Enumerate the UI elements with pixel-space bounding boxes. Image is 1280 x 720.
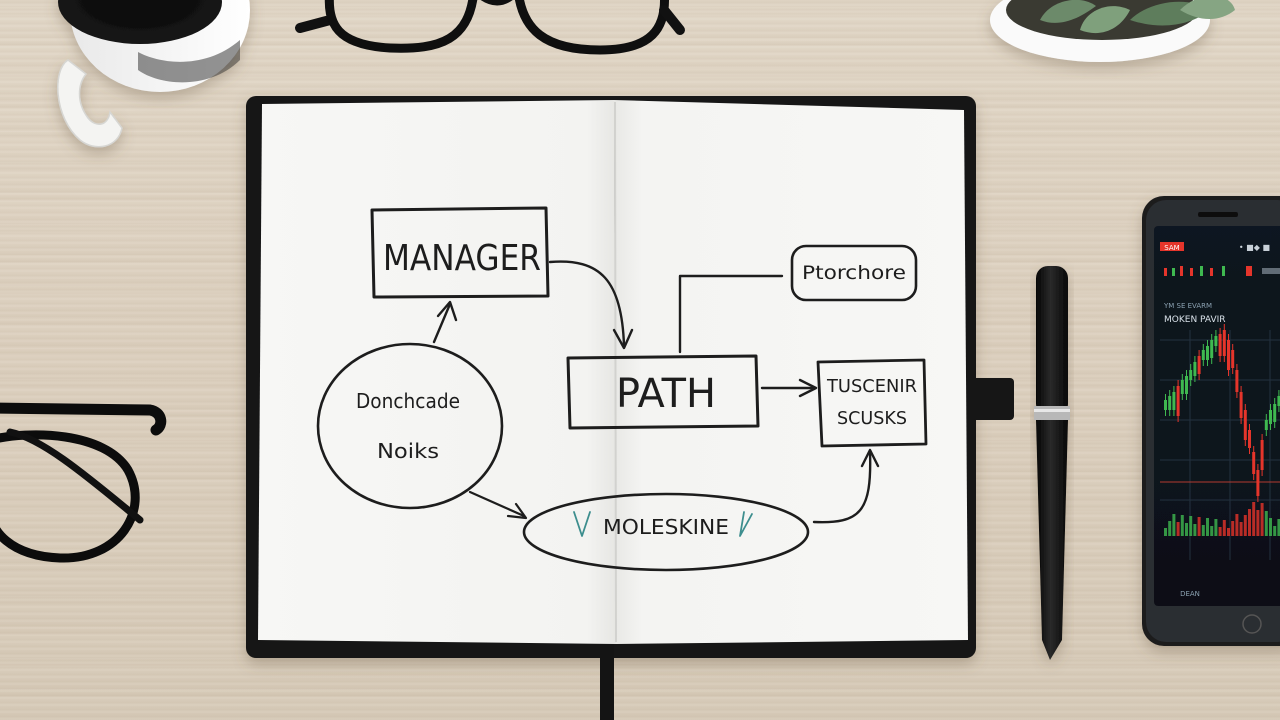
edge-path-to-top-right xyxy=(678,274,784,354)
candle-body xyxy=(1185,376,1188,394)
candle-body xyxy=(1277,396,1280,406)
volume-bar xyxy=(1231,521,1235,536)
volume-bar xyxy=(1201,525,1205,536)
ellipse-label: MOLESKINE xyxy=(603,515,729,539)
top-right-box xyxy=(790,244,918,302)
candle-body xyxy=(1252,452,1256,474)
glasses-top xyxy=(295,0,685,55)
candle-body xyxy=(1206,346,1209,360)
volume-bar xyxy=(1172,514,1176,536)
volume-bar xyxy=(1210,526,1214,536)
manager-box xyxy=(370,206,550,299)
candle-body xyxy=(1214,336,1218,346)
manager-label: MANAGER xyxy=(383,238,541,279)
candle-body xyxy=(1164,400,1167,410)
edge-ellipse-to-right-box xyxy=(812,450,872,524)
circle-label-2: Noiks xyxy=(377,439,439,463)
phone-footer: DEAN xyxy=(1180,590,1200,598)
candle-body xyxy=(1168,396,1172,410)
volume-bar xyxy=(1269,518,1272,536)
candle-body xyxy=(1180,380,1184,394)
volume-bar xyxy=(1176,522,1180,536)
top-right-label: Ptorchore xyxy=(802,262,906,284)
volume-bar xyxy=(1193,524,1197,536)
edge-manager-to-path xyxy=(548,260,626,348)
phone-header-left: SAM xyxy=(1164,244,1179,252)
circle-node xyxy=(316,342,504,510)
volume-bar xyxy=(1185,523,1188,536)
bookmark-ribbon xyxy=(600,640,614,720)
volume-bar xyxy=(1252,502,1256,536)
phone-ticker-title: MOKEN PAVIR xyxy=(1164,315,1226,325)
candle-body xyxy=(1201,350,1205,360)
candle-body xyxy=(1264,420,1268,430)
volume-bar xyxy=(1227,528,1230,536)
volume-bar xyxy=(1214,519,1218,536)
volume-bar xyxy=(1222,520,1226,536)
volume-bar xyxy=(1189,516,1193,536)
candle-body xyxy=(1231,350,1235,368)
glasses-left xyxy=(0,402,167,563)
edge-circle-to-ellipse xyxy=(468,490,526,518)
candle-body xyxy=(1248,430,1251,448)
right-box xyxy=(816,358,928,448)
candle-body xyxy=(1193,362,1197,376)
volume-bar xyxy=(1248,509,1251,536)
phone-ticker-label: YM SE EVARM xyxy=(1163,302,1212,310)
phone xyxy=(1142,196,1280,646)
candle-body xyxy=(1260,440,1264,470)
candle-body xyxy=(1235,370,1239,392)
candle-body xyxy=(1189,370,1193,380)
right-page xyxy=(614,100,968,644)
right-box-label-1: TUSCENIR xyxy=(826,376,917,397)
candle-body xyxy=(1197,356,1201,374)
volume-bar xyxy=(1277,519,1280,536)
ellipse-node xyxy=(522,492,810,572)
notebook xyxy=(246,96,1014,720)
candle-body xyxy=(1269,410,1272,424)
candle-body xyxy=(1222,330,1226,356)
candle-body xyxy=(1218,334,1222,356)
candle-body xyxy=(1243,410,1247,440)
circle-label-1: Donchcade xyxy=(356,389,460,413)
candle-body xyxy=(1273,404,1277,422)
volume-bar xyxy=(1206,518,1209,536)
volume-bar xyxy=(1264,511,1268,536)
volume-bar xyxy=(1168,521,1172,536)
volume-bar xyxy=(1239,522,1243,536)
candle-body xyxy=(1239,392,1243,418)
volume-bar xyxy=(1256,510,1260,536)
volume-bar xyxy=(1180,515,1184,536)
phone-header-right: • ■◆ ■ xyxy=(1239,243,1270,252)
path-box xyxy=(566,354,760,430)
candle-body xyxy=(1176,386,1180,416)
candle-body xyxy=(1227,340,1230,370)
volume-bar xyxy=(1260,503,1264,536)
potted-plant xyxy=(990,0,1235,62)
volume-bar xyxy=(1235,514,1239,536)
volume-bar xyxy=(1164,528,1167,536)
volume-bar xyxy=(1243,515,1247,536)
candle-body xyxy=(1256,470,1260,496)
volume-bar xyxy=(1218,527,1222,536)
diagram xyxy=(316,206,928,572)
elastic-band xyxy=(972,378,1014,420)
coffee-mug xyxy=(57,0,250,148)
candle-body xyxy=(1210,340,1214,358)
pen xyxy=(1034,266,1070,660)
volume-bar xyxy=(1197,517,1201,536)
left-page xyxy=(258,100,616,644)
edge-circle-to-manager xyxy=(432,302,452,344)
path-label: PATH xyxy=(616,371,716,417)
phone-chart xyxy=(1160,266,1280,560)
volume-bar xyxy=(1273,526,1277,536)
phone-screen xyxy=(1154,226,1280,606)
right-box-label-2: SCUSKS xyxy=(837,408,907,429)
candle-body xyxy=(1172,392,1176,410)
